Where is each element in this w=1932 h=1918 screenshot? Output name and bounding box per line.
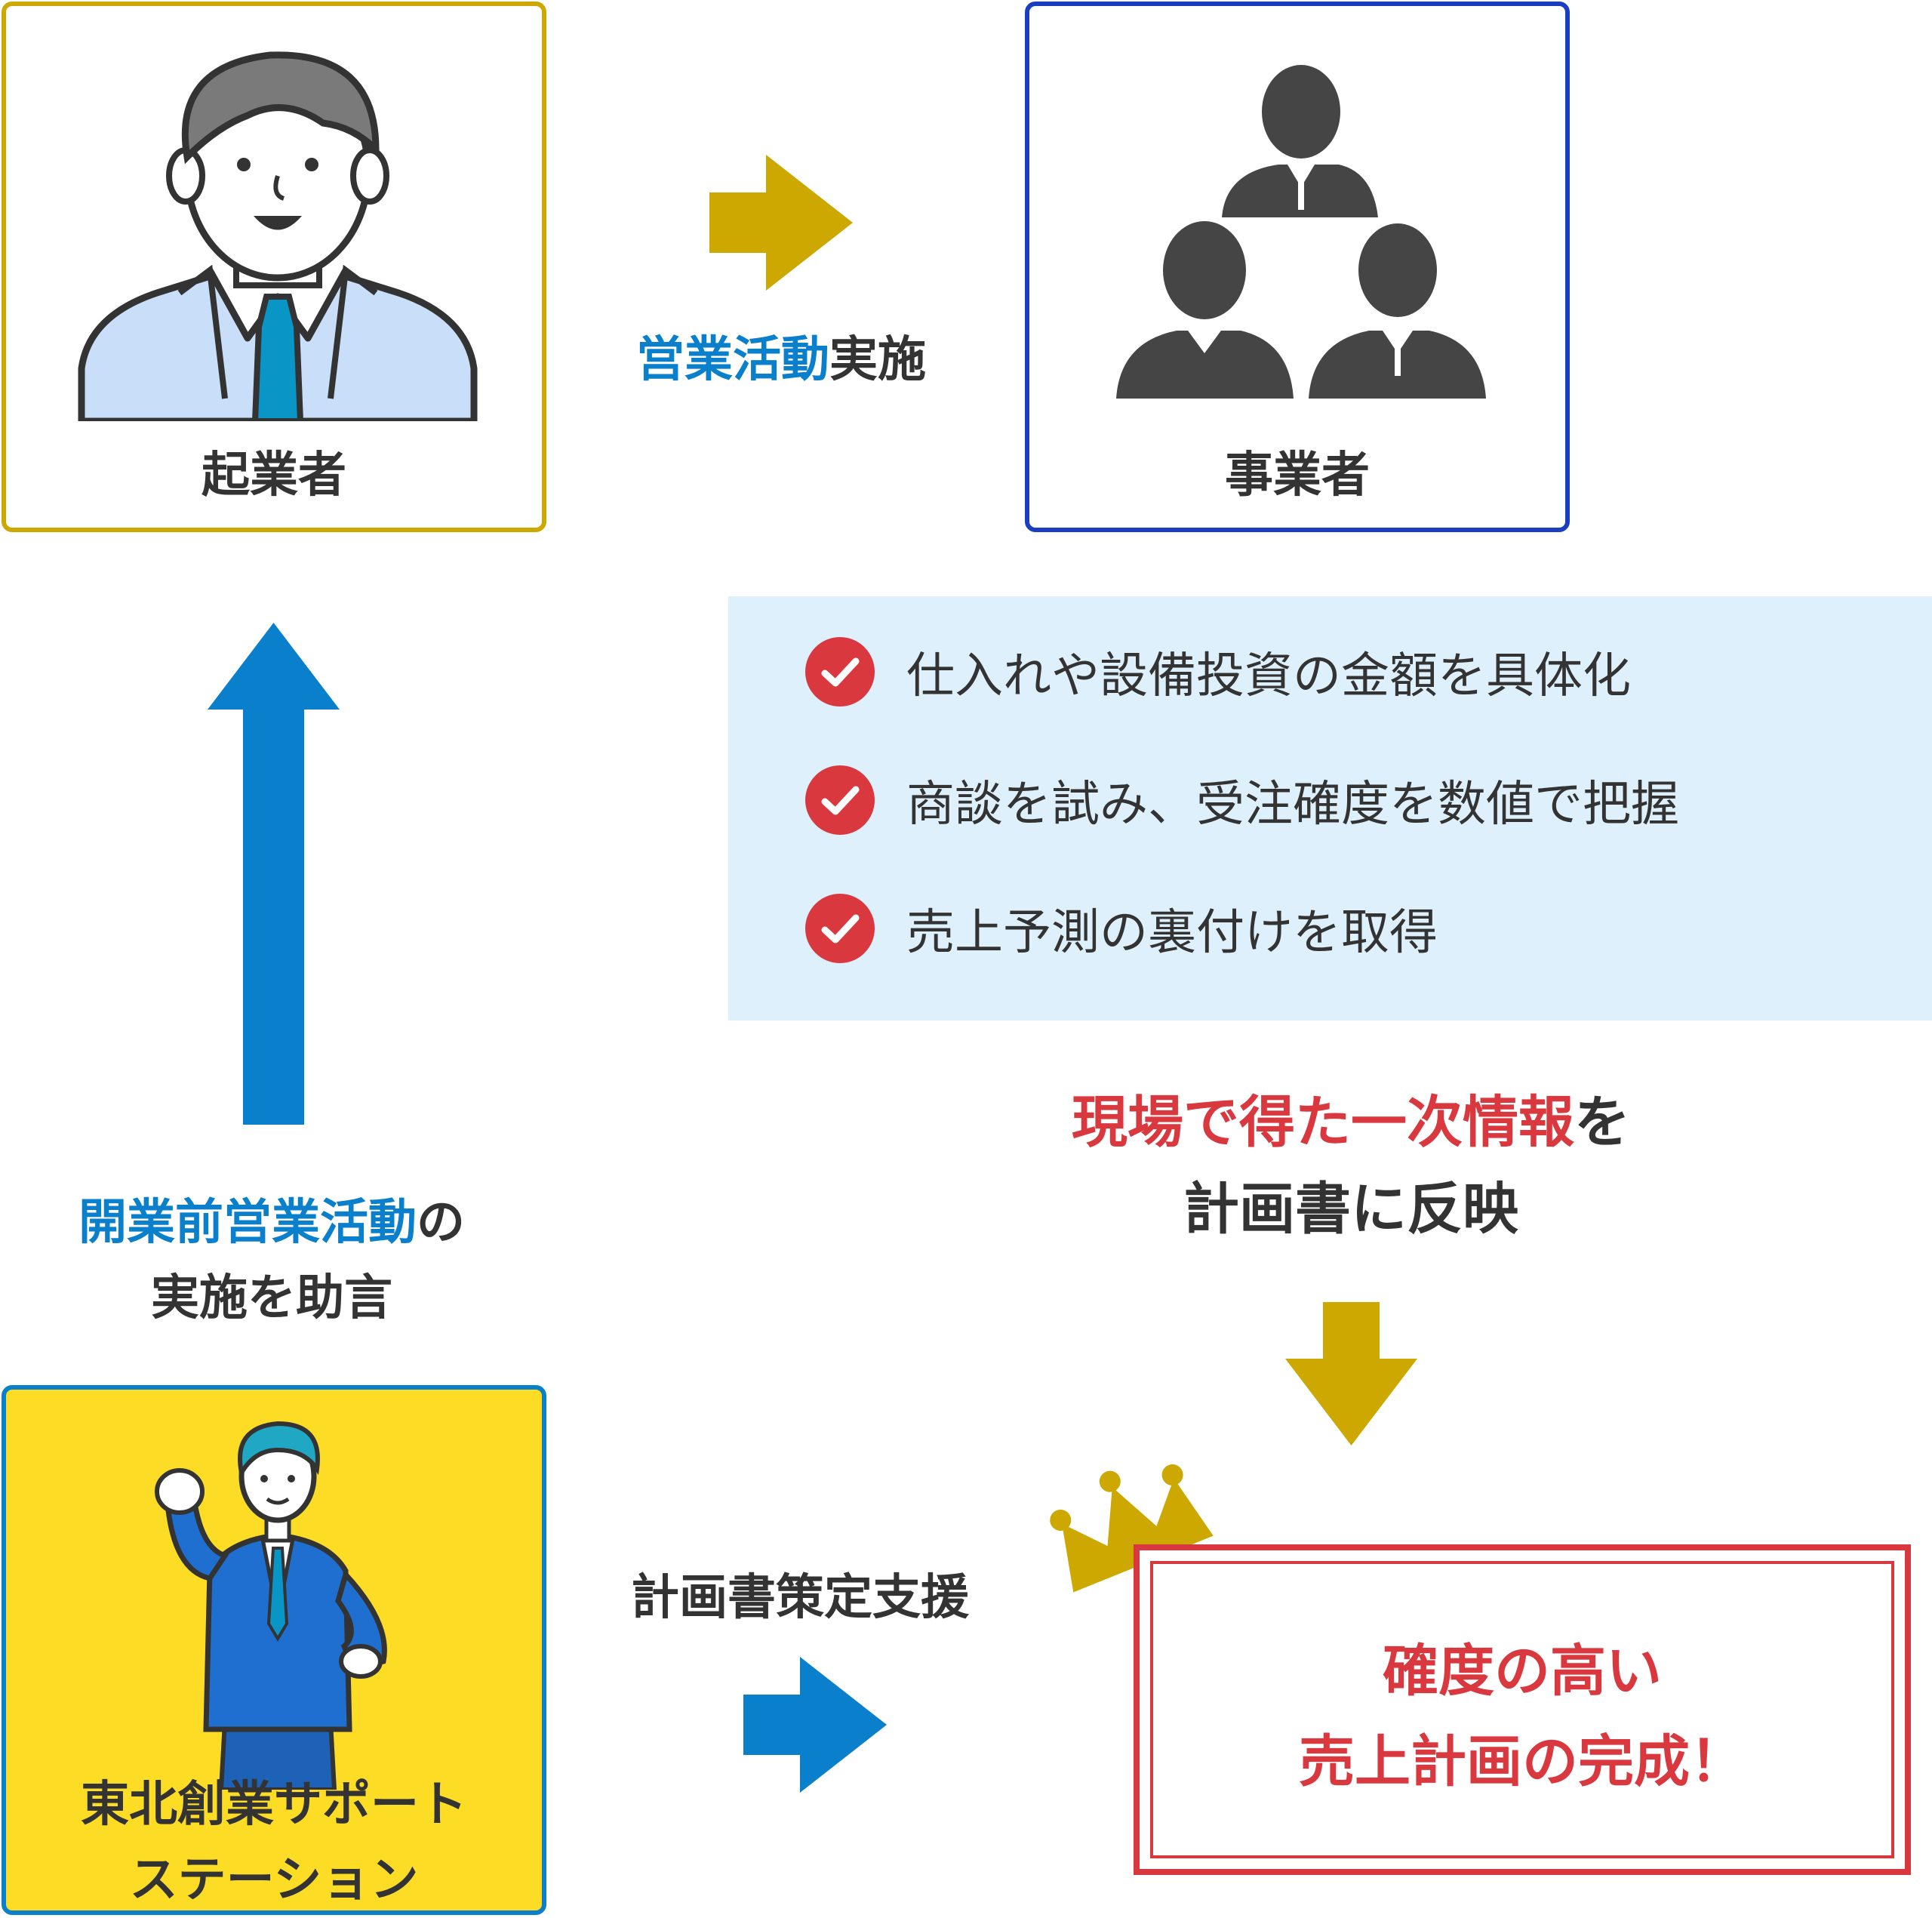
arrow-right-gold-icon [709, 155, 853, 291]
reflect-highlight: 現場で得た一次情報 [1072, 1090, 1574, 1155]
advice-line2: 実施を助言 [151, 1270, 392, 1326]
advice-line1: 開業前営業活動の [30, 1185, 513, 1261]
sales-activity-rest: 実施 [829, 332, 926, 388]
check-circle-icon [805, 894, 875, 963]
reflect-suffix: を [1574, 1090, 1630, 1155]
supporter-illustration [155, 1421, 387, 1790]
support-station-line2: ステーション [129, 1852, 419, 1908]
result-box-inner [1150, 1561, 1894, 1858]
advice-suffix: の [417, 1195, 465, 1251]
advice-highlight: 開業前営業活動 [78, 1195, 417, 1251]
checklist-item-text: 仕入れや設備投資の金額を具体化 [906, 648, 1631, 704]
entrepreneur-card: 起業者 [2, 2, 546, 532]
support-station-line1: 東北創業サポート [81, 1777, 467, 1833]
check-circle-icon [805, 765, 875, 835]
entrepreneur-illustration [78, 51, 478, 421]
sales-activity-highlight: 営業活動 [636, 332, 829, 388]
entrepreneur-label: 起業者 [202, 448, 346, 503]
result-box: 確度の高い 売上計画の完成！ [1134, 1544, 1911, 1875]
arrow-right-blue-icon [743, 1657, 887, 1793]
checklist-item: 売上予測の裏付けを取得 [804, 891, 1438, 966]
checklist-item: 商談を試み、受注確度を数値で把握 [804, 762, 1679, 838]
advice-text: 開業前営業活動の 実施を助言 [30, 1185, 513, 1336]
result-line1: 確度の高い [1383, 1639, 1662, 1704]
support-station-card: 東北創業サポート ステーション [2, 1385, 546, 1915]
businesses-label: 事業者 [1225, 448, 1370, 503]
support-station-name: 東北創業サポート ステーション [6, 1767, 542, 1918]
check-circle-icon [805, 637, 875, 707]
reflect-text: 現場で得た一次情報を 計画書に反映 [875, 1079, 1826, 1253]
sales-activity-text: 営業活動実施 [596, 321, 966, 390]
checklist-panel: 仕入れや設備投資の金額を具体化 商談を試み、受注確度を数値で把握 売上予測の裏付… [728, 596, 1932, 1021]
arrow-up-blue-icon [208, 623, 340, 1125]
result-line2: 売上計画の完成！ [1299, 1729, 1746, 1794]
checklist-item: 仕入れや設備投資の金額を具体化 [804, 634, 1631, 710]
plan-support-label: 計画書策定支援 [631, 1570, 969, 1626]
reflect-line2: 計画書に反映 [1183, 1177, 1518, 1242]
crown-icon [1050, 1464, 1214, 1593]
reflect-line1: 現場で得た一次情報を [875, 1079, 1826, 1166]
checklist-item-text: 商談を試み、受注確度を数値で把握 [906, 777, 1679, 833]
businesspeople-group-icon [1116, 65, 1486, 399]
checklist-item-text: 売上予測の裏付けを取得 [906, 905, 1438, 961]
businesses-card: 事業者 [1025, 2, 1570, 532]
arrow-down-gold-icon [1285, 1302, 1417, 1445]
